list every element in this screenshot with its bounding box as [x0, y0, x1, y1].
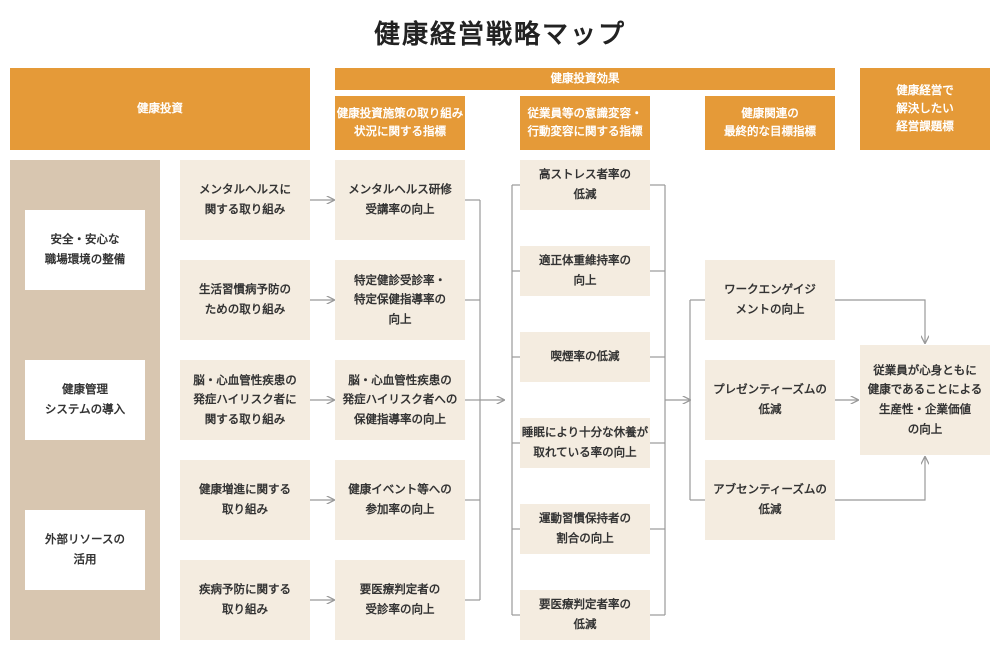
- header-final-indicator: 健康関連の 最終的な目標指標: [705, 96, 835, 150]
- initiative-box: 健康増進に関する 取り組み: [180, 460, 310, 540]
- header-management-issues: 健康経営で 解決したい 経営課題標: [860, 68, 990, 150]
- behavior-box: 要医療判定者率の 低減: [520, 590, 650, 640]
- measure-box: 健康イベント等への 参加率の向上: [335, 460, 465, 540]
- behavior-box: 睡眠により十分な休養が 取れている率の向上: [520, 418, 650, 468]
- behavior-box: 運動習慣保持者の 割合の向上: [520, 504, 650, 554]
- header-behavior-indicator: 従業員等の意識変容・ 行動変容に関する指標: [520, 96, 650, 150]
- header-measures-indicator: 健康投資施策の取り組み 状況に関する指標: [335, 96, 465, 150]
- behavior-box: 喫煙率の低減: [520, 332, 650, 382]
- page-title: 健康経営戦略マップ: [373, 20, 626, 50]
- arrow-final-to-goal: [835, 299, 925, 343]
- initiative-box: 疾病予防に関する 取り組み: [180, 560, 310, 640]
- measure-box: 脳・心血管性疾患の 発症ハイリスク者への 保健指導率の向上: [335, 360, 465, 440]
- behavior-box: 高ストレス者率の 低減: [520, 160, 650, 210]
- initiative-box: 生活習慣病予防の ための取り組み: [180, 260, 310, 340]
- investment-item: 外部リソースの 活用: [25, 510, 145, 590]
- behavior-box: 適正体重維持率の 向上: [520, 246, 650, 296]
- goal-box: 従業員が心身ともに 健康であることによる 生産性・企業価値 の向上: [860, 345, 990, 455]
- final-indicator-box: ワークエンゲイジ メントの向上: [705, 260, 835, 340]
- initiative-box: 脳・心血管性疾患の 発症ハイリスク者に 関する取り組み: [180, 360, 310, 440]
- investment-item: 安全・安心な 職場環境の整備: [25, 210, 145, 290]
- arrow-final-to-goal: [835, 457, 925, 501]
- measure-box: 特定健診受診率・ 特定保健指導率の 向上: [335, 260, 465, 340]
- investment-item: 健康管理 システムの導入: [25, 360, 145, 440]
- final-indicator-box: プレゼンティーズムの 低減: [705, 360, 835, 440]
- measure-box: 要医療判定者の 受診率の向上: [335, 560, 465, 640]
- header-investment-effect: 健康投資効果: [335, 68, 835, 90]
- header-investment: 健康投資: [10, 68, 310, 150]
- initiative-box: メンタルヘルスに 関する取り組み: [180, 160, 310, 240]
- final-indicator-box: アブセンティーズムの 低減: [705, 460, 835, 540]
- measure-box: メンタルヘルス研修 受講率の向上: [335, 160, 465, 240]
